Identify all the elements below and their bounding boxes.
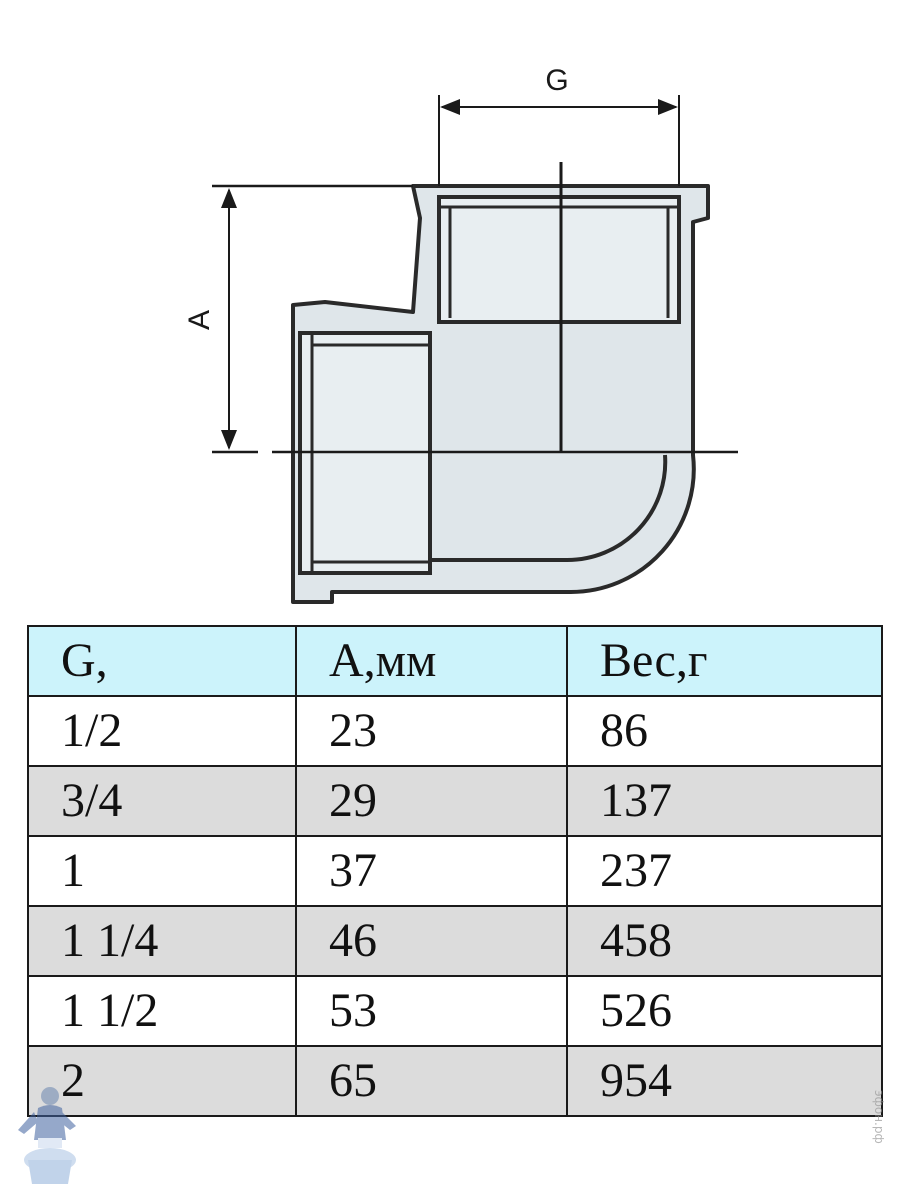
cell-thread-size: 1: [27, 835, 297, 907]
table-row: 1/2 23 86: [27, 695, 883, 767]
cell-thread-size: 3/4: [27, 765, 297, 837]
cell-dimension-a: 53: [295, 975, 568, 1047]
a-dimension-label: A: [183, 310, 216, 330]
cell-weight: 237: [566, 835, 883, 907]
table-row: 2 65 954: [27, 1045, 883, 1117]
cell-dimension-a: 23: [295, 695, 568, 767]
cell-weight: 458: [566, 905, 883, 977]
header-weight: Вес,г: [566, 625, 883, 697]
cell-weight: 86: [566, 695, 883, 767]
header-dimension-a: А,мм: [295, 625, 568, 697]
cell-weight: 954: [566, 1045, 883, 1117]
cell-weight: 526: [566, 975, 883, 1047]
cell-dimension-a: 37: [295, 835, 568, 907]
dimensions-table: G, А,мм Вес,г 1/2 23 86 3/4 29 137 1 37 …: [27, 625, 883, 1117]
plumber-logo-icon: [18, 1087, 76, 1184]
cell-weight: 137: [566, 765, 883, 837]
g-dimension-label: G: [545, 64, 568, 97]
table-row: 1 1/2 53 526: [27, 975, 883, 1047]
table-row: 1 1/4 46 458: [27, 905, 883, 977]
cell-thread-size: 1 1/4: [27, 905, 297, 977]
cell-dimension-a: 29: [295, 765, 568, 837]
table-row: 3/4 29 137: [27, 765, 883, 837]
cell-thread-size: 2: [27, 1045, 297, 1117]
inner-bend: [430, 454, 668, 563]
cell-dimension-a: 65: [295, 1045, 568, 1117]
watermark-text: эфон.рф: [872, 1090, 886, 1144]
cell-dimension-a: 46: [295, 905, 568, 977]
header-thread-size: G,: [27, 625, 297, 697]
table-row: 1 37 237: [27, 835, 883, 907]
cell-thread-size: 1/2: [27, 695, 297, 767]
table-header-row: G, А,мм Вес,г: [27, 625, 883, 697]
cell-thread-size: 1 1/2: [27, 975, 297, 1047]
elbow-fitting-drawing: G A: [183, 64, 738, 604]
top-outlet-bore: [437, 195, 681, 324]
